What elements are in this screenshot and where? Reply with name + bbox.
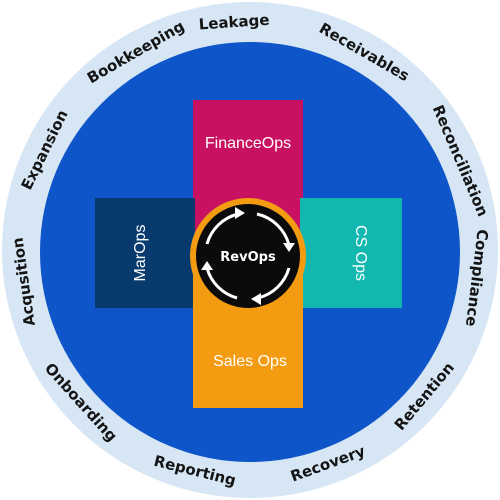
marops-block	[95, 198, 195, 308]
cycle-arrows-icon	[205, 212, 291, 300]
salesops-label: Sales Ops	[213, 353, 287, 370]
marops-label: MarOps	[132, 225, 149, 282]
arrowheads-icon	[201, 207, 295, 305]
revops-label: RevOps	[220, 250, 276, 265]
csops-label: CS Ops	[352, 225, 369, 281]
revops-hub	[196, 204, 300, 308]
financeops-label: FinanceOps	[205, 135, 291, 152]
csops-block	[300, 198, 402, 308]
ring-label-leakage: Leakage	[198, 11, 270, 34]
